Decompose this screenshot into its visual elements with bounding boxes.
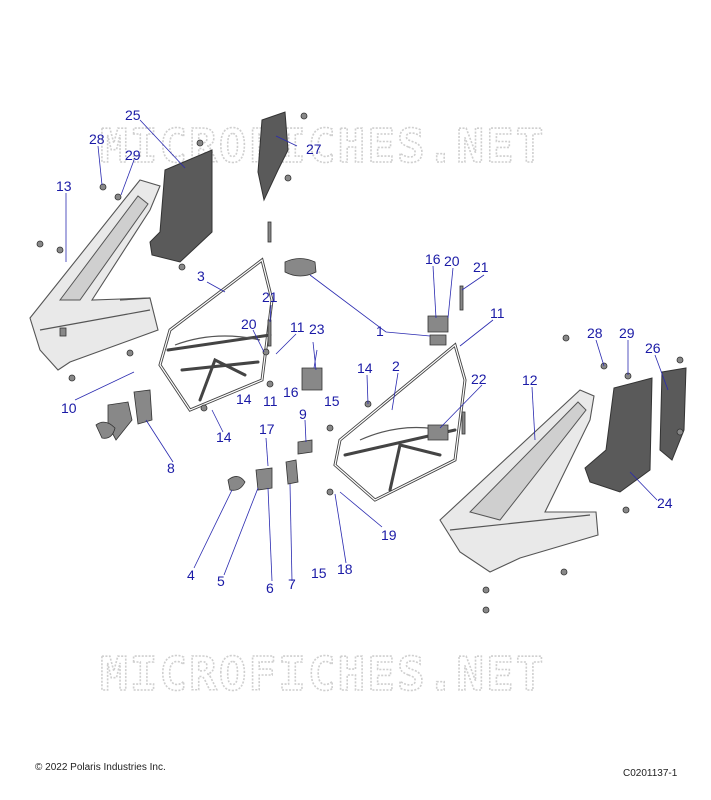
- callout-4: 4: [187, 567, 195, 583]
- callout-11a: 11: [290, 319, 305, 335]
- callout-17: 17: [259, 421, 275, 437]
- callout-29b: 29: [619, 325, 635, 341]
- callout-25: 25: [125, 107, 141, 123]
- watermark-bottom: MICROFICHES.NET: [100, 647, 545, 701]
- part-24-right-inner-panel: [584, 377, 653, 493]
- part-12-right-door-panel: [439, 389, 599, 573]
- callout-15a: 15: [324, 393, 340, 409]
- callout-19: 19: [381, 527, 397, 543]
- callout-6: 6: [266, 580, 274, 596]
- part-27-upper-trim: [257, 111, 289, 202]
- callout-9: 9: [299, 406, 307, 422]
- watermark-top: MICROFICHES.NET: [100, 119, 545, 173]
- callout-1: 1: [376, 323, 384, 339]
- callout-18: 18: [337, 561, 353, 577]
- part-3-left-door-frame: [158, 257, 274, 412]
- part-13-left-door-panel: [29, 179, 161, 371]
- part-25-left-inner-panel: [149, 149, 213, 263]
- callout-27: 27: [306, 141, 322, 157]
- callout-23: 23: [309, 321, 325, 337]
- callout-7: 7: [288, 576, 296, 592]
- callout-13: 13: [56, 178, 72, 194]
- callout-14a: 14: [357, 360, 373, 376]
- callout-12: 12: [522, 372, 538, 388]
- callout-14b: 14: [236, 391, 252, 407]
- callout-11c: 11: [490, 305, 505, 321]
- diagram-id: C0201137-1: [623, 768, 678, 779]
- callout-29a: 29: [125, 147, 141, 163]
- callouts: 1 2 3 4 5 6 7 8 9 10 11 11 11 12 13 14 1…: [56, 107, 673, 596]
- callout-26: 26: [645, 340, 661, 356]
- callout-28a: 28: [89, 131, 105, 147]
- callout-20a: 20: [444, 253, 460, 269]
- callout-3: 3: [197, 268, 205, 284]
- callout-20b: 20: [241, 316, 257, 332]
- callout-24: 24: [657, 495, 673, 511]
- callout-11b: 11: [263, 393, 278, 409]
- callout-14c: 14: [216, 429, 232, 445]
- callout-10: 10: [61, 400, 77, 416]
- callout-21a: 21: [473, 259, 489, 275]
- callout-22: 22: [471, 371, 487, 387]
- part-26-right-trim: [659, 367, 687, 461]
- callout-2: 2: [392, 358, 400, 374]
- callout-21b: 21: [262, 289, 278, 305]
- callout-15b: 15: [311, 565, 327, 581]
- callout-28b: 28: [587, 325, 603, 341]
- callout-16b: 16: [283, 384, 299, 400]
- leader-lines: [65, 119, 669, 582]
- callout-5: 5: [217, 573, 225, 589]
- callout-8: 8: [167, 460, 175, 476]
- hardware: [36, 112, 684, 614]
- copyright-text: © 2022 Polaris Industries Inc.: [35, 762, 166, 773]
- callout-16a: 16: [425, 251, 441, 267]
